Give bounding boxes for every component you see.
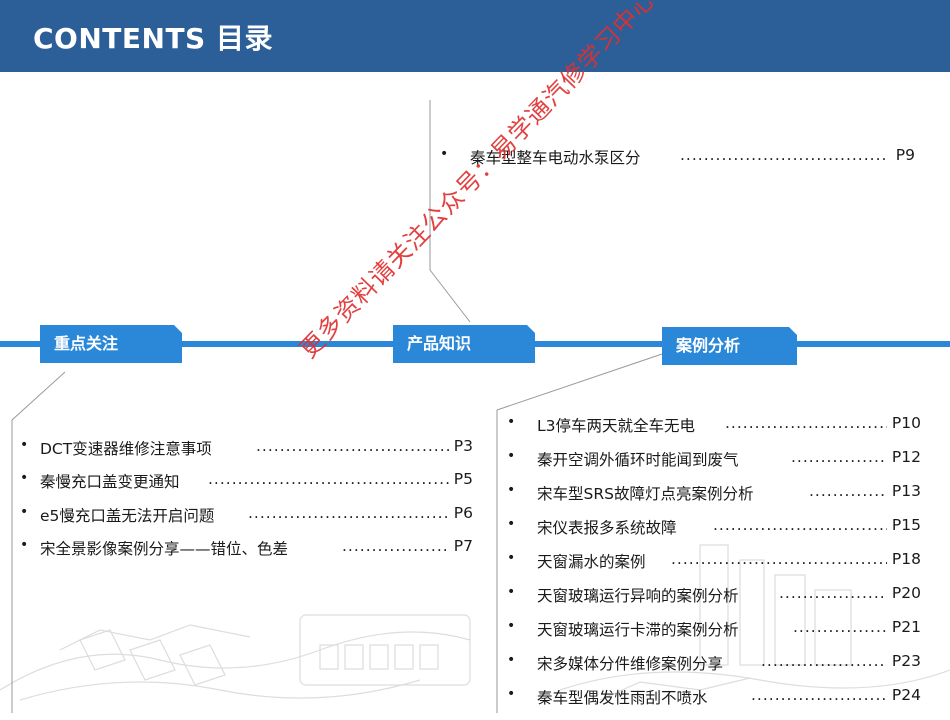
list-item[interactable]: • 秦车型整车电动水泵区分 ..........................… [440, 146, 915, 170]
decorative-sketch [0, 544, 950, 701]
item-title: 天窗玻璃运行卡滞的案例分析 [537, 621, 739, 639]
bullet-icon: • [507, 584, 516, 600]
bullet-icon: • [507, 652, 516, 668]
item-page: P18 [891, 550, 921, 568]
list-item[interactable]: • 天窗漏水的案例 ..............................… [507, 550, 921, 584]
item-page: P13 [891, 482, 921, 500]
leader-dots: ........................................… [342, 537, 449, 555]
item-title: DCT变速器维修注意事项 [40, 440, 212, 458]
item-page: P5 [453, 470, 473, 488]
item-page: P23 [891, 652, 921, 670]
header-bar: CONTENTS 目录 [0, 0, 950, 72]
item-page: P15 [891, 516, 921, 534]
item-title: 秦开空调外循环时能闻到废气 [537, 451, 739, 469]
list-item[interactable]: • 天窗玻璃运行卡滞的案例分析 ........................… [507, 618, 921, 652]
tab-focus[interactable]: 重点关注 [40, 325, 183, 363]
focus-list: • DCT变速器维修注意事项 .........................… [20, 437, 473, 570]
list-item[interactable]: • DCT变速器维修注意事项 .........................… [20, 437, 473, 470]
list-item[interactable]: • 宋全景影像案例分享——错位、色差 .....................… [20, 537, 473, 570]
bullet-icon: • [440, 146, 449, 162]
bullet-icon: • [507, 686, 516, 702]
item-page: P24 [891, 686, 921, 704]
item-page: P21 [891, 618, 921, 636]
case-list: • L3停车两天就全车无电 ..........................… [507, 414, 921, 720]
item-page: P3 [453, 437, 473, 455]
bullet-icon: • [507, 550, 516, 566]
item-title: L3停车两天就全车无电 [537, 417, 695, 435]
tab-product-knowledge[interactable]: 产品知识 [393, 325, 536, 363]
leader-dots: ........................................… [680, 146, 889, 164]
item-title: 秦慢充口盖变更通知 [40, 473, 180, 491]
product-list: • 秦车型整车电动水泵区分 ..........................… [440, 146, 915, 170]
tab-case-analysis[interactable]: 案例分析 [662, 327, 798, 365]
leader-dots: ........................................… [751, 686, 887, 704]
leader-dots: ........................................… [761, 652, 887, 670]
bullet-icon: • [507, 414, 516, 430]
item-title: 宋仪表报多系统故障 [537, 519, 677, 537]
leader-dots: ........................................… [671, 550, 887, 568]
leader-dots: ........................................… [248, 504, 449, 522]
leader-dots: ........................................… [713, 516, 887, 534]
item-title: 宋多媒体分件维修案例分享 [537, 655, 724, 673]
item-title: 天窗玻璃运行异响的案例分析 [537, 587, 739, 605]
bullet-icon: • [507, 516, 516, 532]
connector-lines [11, 100, 666, 713]
list-item[interactable]: • e5慢充口盖无法开启问题 .........................… [20, 504, 473, 537]
page-title: CONTENTS 目录 [33, 22, 273, 55]
bullet-icon: • [20, 437, 29, 453]
item-page: P6 [453, 504, 473, 522]
item-page: P10 [891, 414, 921, 432]
item-page: P7 [453, 537, 473, 555]
list-item[interactable]: • 宋车型SRS故障灯点亮案例分析 ......................… [507, 482, 921, 516]
bullet-icon: • [20, 470, 29, 486]
leader-dots: ........................................… [256, 437, 449, 455]
leader-dots: ........................................… [208, 470, 449, 488]
list-item[interactable]: • 秦开空调外循环时能闻到废气 ........................… [507, 448, 921, 482]
item-title: 秦车型偶发性雨刮不喷水 [537, 689, 708, 707]
leader-dots: ........................................… [809, 482, 887, 500]
list-item[interactable]: • 秦慢充口盖变更通知 ............................… [20, 470, 473, 504]
bullet-icon: • [507, 618, 516, 634]
leader-dots: ........................................… [791, 448, 887, 466]
item-title: 宋车型SRS故障灯点亮案例分析 [537, 485, 754, 503]
leader-dots: ........................................… [779, 584, 887, 602]
list-item[interactable]: • L3停车两天就全车无电 ..........................… [507, 414, 921, 448]
item-page: P9 [895, 146, 915, 164]
bullet-icon: • [20, 537, 29, 553]
list-item[interactable]: • 宋多媒体分件维修案例分享 .........................… [507, 652, 921, 686]
item-title: 秦车型整车电动水泵区分 [470, 149, 641, 167]
item-page: P12 [891, 448, 921, 466]
bullet-icon: • [507, 448, 516, 464]
item-page: P20 [891, 584, 921, 602]
item-title: e5慢充口盖无法开启问题 [40, 507, 215, 525]
list-item[interactable]: • 秦车型偶发性雨刮不喷水 ..........................… [507, 686, 921, 720]
bullet-icon: • [507, 482, 516, 498]
leader-dots: ........................................… [793, 618, 887, 636]
bullet-icon: • [20, 504, 29, 520]
list-item[interactable]: • 宋仪表报多系统故障 ............................… [507, 516, 921, 550]
leader-dots: ........................................… [725, 414, 887, 432]
item-title: 宋全景影像案例分享——错位、色差 [40, 540, 289, 558]
list-item[interactable]: • 天窗玻璃运行异响的案例分析 ........................… [507, 584, 921, 618]
item-title: 天窗漏水的案例 [537, 553, 646, 571]
